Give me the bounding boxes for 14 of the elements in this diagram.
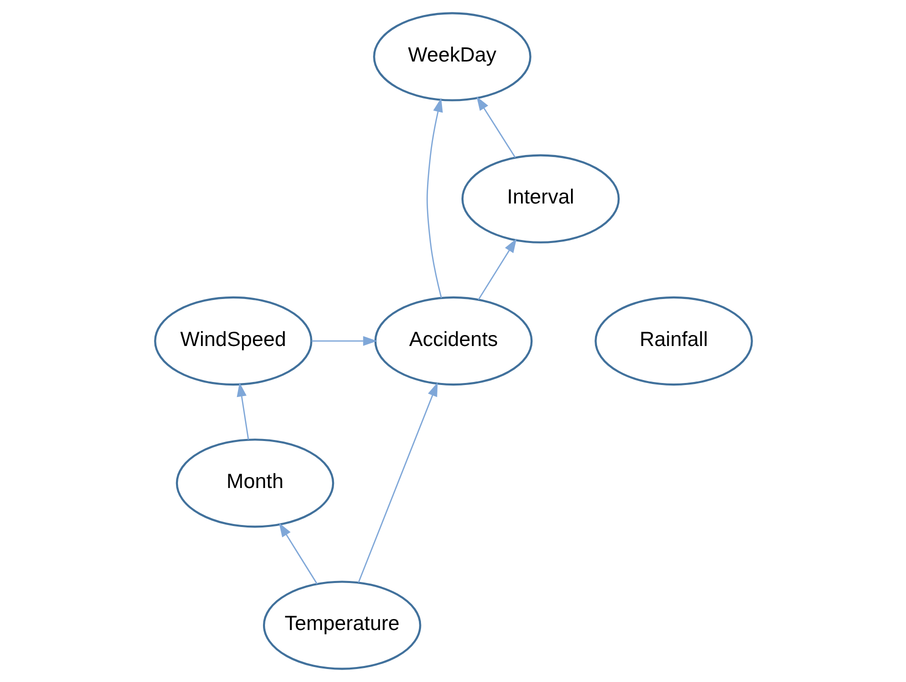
node-ellipse: Temperature: [262, 580, 421, 670]
node-ellipse: WindSpeed: [154, 296, 312, 386]
arrow: [357, 382, 438, 583]
arrow: [278, 522, 318, 584]
arrow: [477, 238, 516, 300]
arrow: [426, 98, 442, 298]
node-ellipse: Rainfall: [594, 296, 752, 386]
node-ellipse: Month: [175, 438, 334, 528]
arrow: [476, 96, 516, 158]
arrow: [236, 382, 249, 440]
node-ellipse: WeekDay: [372, 12, 531, 102]
node-ellipse: Accidents: [374, 296, 532, 386]
arrow: [311, 336, 377, 346]
node-ellipse: Interval: [460, 154, 620, 244]
